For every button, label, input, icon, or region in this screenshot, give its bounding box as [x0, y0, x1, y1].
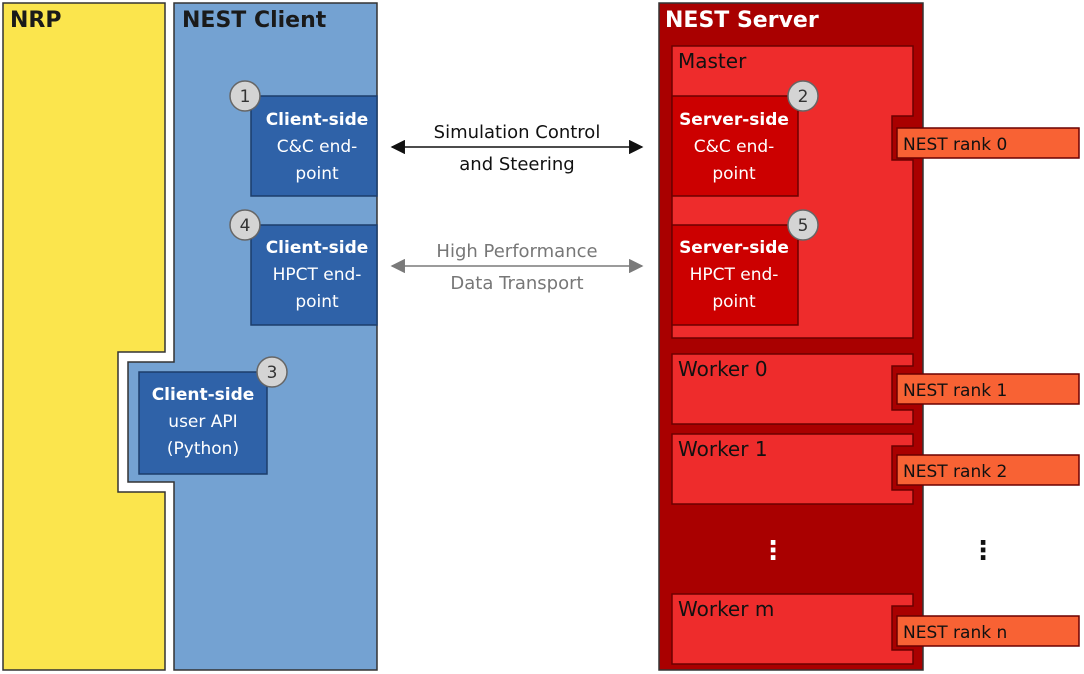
client-user-api: Client-side user API (Python) 3 — [138, 356, 288, 475]
badge-2 — [787, 80, 819, 112]
client-api-line1: Client-side — [152, 385, 255, 405]
badge-5-label: 5 — [798, 216, 809, 236]
client-title: NEST Client — [182, 8, 327, 33]
worker-m-label: Worker m — [678, 597, 774, 621]
badge-3 — [256, 356, 288, 388]
control-arrow-line1: Simulation Control — [434, 122, 601, 143]
client-cc-line1: Client-side — [266, 110, 369, 130]
ranks-ellipsis: ⋮ — [970, 536, 996, 566]
client-hpct-line2: HPCT end- — [273, 265, 362, 285]
client-cc-line2: C&C end- — [277, 137, 358, 157]
control-arrow: Simulation Control and Steering — [390, 122, 644, 175]
server-hpct-line3: point — [712, 292, 756, 312]
client-cc-endpoint: Client-side C&C end- point 1 — [229, 80, 378, 197]
badge-1 — [229, 80, 261, 112]
transport-arrow: High Performance Data Transport — [390, 241, 644, 294]
nrp-title: NRP — [10, 8, 61, 33]
server-hpct-line1: Server-side — [679, 238, 789, 258]
master-rank: NEST rank 0 — [896, 127, 1080, 159]
worker-1-label: Worker 1 — [678, 437, 768, 461]
server-hpct-endpoint: Server-side HPCT end- point 5 — [671, 209, 819, 326]
server-cc-line1: Server-side — [679, 110, 789, 130]
worker-m-rank: NEST rank n — [903, 623, 1007, 643]
server-title: NEST Server — [665, 8, 819, 33]
server-hpct-line2: HPCT end- — [690, 265, 779, 285]
master-label: Master — [678, 49, 747, 73]
badge-1-label: 1 — [240, 87, 251, 107]
client-api-line3: (Python) — [167, 439, 239, 459]
client-hpct-line1: Client-side — [266, 238, 369, 258]
client-api-line2: user API — [168, 412, 237, 432]
server-cc-endpoint: Server-side C&C end- point 2 — [671, 80, 819, 197]
client-hpct-line3: point — [295, 292, 339, 312]
badge-3-label: 3 — [267, 363, 278, 383]
worker-m: Worker m NEST rank n — [671, 593, 1080, 665]
client-cc-line3: point — [295, 164, 339, 184]
control-arrow-line2: and Steering — [459, 154, 574, 175]
nrp-panel — [2, 2, 166, 671]
worker-1: Worker 1 NEST rank 2 — [671, 433, 1080, 505]
badge-5 — [787, 209, 819, 241]
server-cc-line2: C&C end- — [694, 137, 775, 157]
transport-arrow-line2: Data Transport — [450, 273, 583, 294]
master-rank-label: NEST rank 0 — [903, 135, 1007, 155]
worker-0-label: Worker 0 — [678, 357, 768, 381]
badge-4 — [229, 209, 261, 241]
worker-0: Worker 0 NEST rank 1 — [671, 353, 1080, 425]
badge-2-label: 2 — [798, 87, 809, 107]
transport-arrow-line1: High Performance — [436, 241, 597, 262]
worker-0-rank: NEST rank 1 — [903, 381, 1007, 401]
server-cc-line3: point — [712, 164, 756, 184]
worker-1-rank: NEST rank 2 — [903, 462, 1007, 482]
workers-ellipsis: ⋮ — [760, 536, 786, 566]
client-hpct-endpoint: Client-side HPCT end- point 4 — [229, 209, 378, 326]
badge-4-label: 4 — [240, 216, 251, 236]
